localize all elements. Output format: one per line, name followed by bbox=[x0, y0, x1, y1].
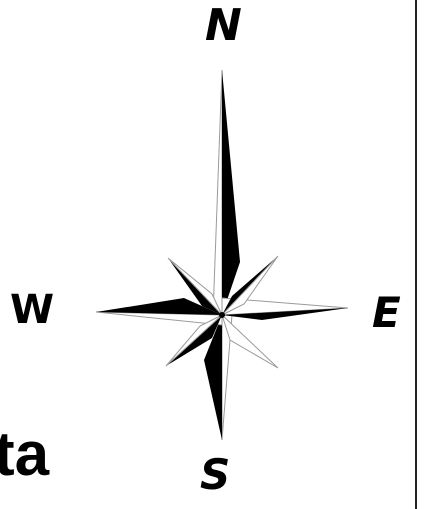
north-point bbox=[213, 70, 240, 315]
north-label: N bbox=[205, 4, 242, 48]
south-label: S bbox=[200, 454, 230, 496]
southeast-point bbox=[222, 315, 278, 368]
compass-center bbox=[219, 312, 225, 318]
east-label: E bbox=[372, 292, 401, 334]
cropped-heading-fragment: ta bbox=[0, 424, 49, 486]
west-label: W bbox=[10, 290, 54, 330]
